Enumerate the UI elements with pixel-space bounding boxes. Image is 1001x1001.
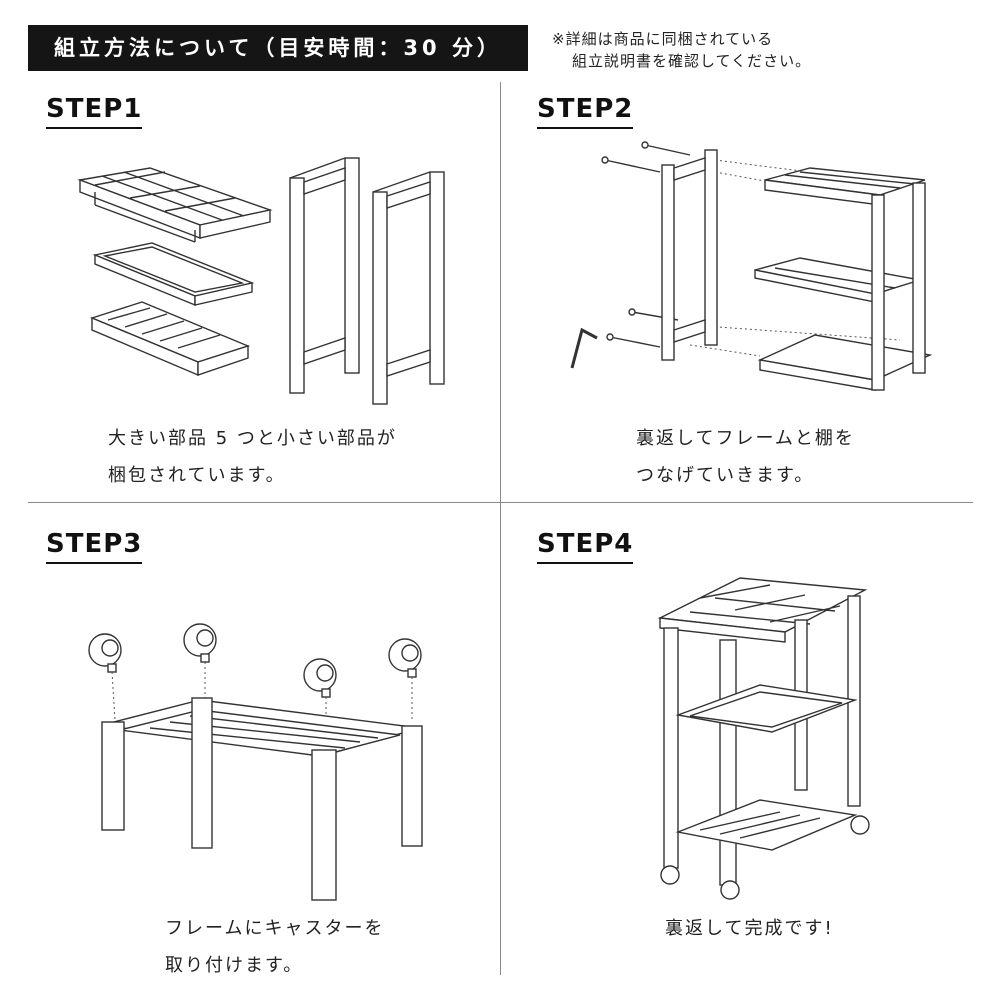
finished-cart bbox=[657, 577, 870, 900]
step2-line-2: つなげていきます。 bbox=[636, 465, 815, 486]
note-line-2: 組立説明書を確認してください。 bbox=[572, 52, 812, 70]
step1-line-2: 梱包されています。 bbox=[108, 465, 286, 486]
step3-line-2: 取り付けます。 bbox=[165, 955, 304, 976]
step4-description: 裏返して完成です! bbox=[665, 910, 834, 947]
step1-description: 大きい部品 5 つと小さい部品が 梱包されています。 bbox=[108, 420, 397, 494]
side-frame-part bbox=[661, 149, 718, 361]
top-panel-part bbox=[77, 167, 273, 243]
frame-assembly bbox=[101, 697, 423, 901]
step3-heading: STEP3 bbox=[46, 530, 143, 564]
step3-line-1: フレームにキャスターを bbox=[165, 918, 385, 939]
note-line-1: ※詳細は商品に同梱されている bbox=[552, 30, 774, 48]
horizontal-divider bbox=[28, 502, 973, 503]
note: ※詳細は商品に同梱されている 組立説明書を確認してください。 bbox=[552, 28, 811, 72]
step4-heading: STEP4 bbox=[537, 530, 634, 564]
step1-line-1: 大きい部品 5 つと小さい部品が bbox=[108, 428, 397, 449]
hex-key-icon bbox=[570, 327, 598, 369]
side-frame-part bbox=[289, 157, 360, 394]
page-title: 組立方法について（目安時間：30 分） bbox=[28, 25, 528, 71]
vertical-divider bbox=[500, 82, 501, 975]
shelf-assembly bbox=[754, 167, 933, 391]
bottom-rack-part bbox=[89, 301, 251, 377]
step2-heading: STEP2 bbox=[537, 95, 634, 129]
side-frame-part bbox=[372, 171, 445, 405]
step4-line-1: 裏返して完成です! bbox=[665, 918, 834, 939]
step2-description: 裏返してフレームと棚を つなげていきます。 bbox=[636, 420, 855, 494]
step3-description: フレームにキャスターを 取り付けます。 bbox=[165, 910, 384, 984]
step1-heading: STEP1 bbox=[46, 95, 143, 129]
step2-line-1: 裏返してフレームと棚を bbox=[636, 428, 855, 449]
middle-tray-part bbox=[92, 242, 255, 307]
